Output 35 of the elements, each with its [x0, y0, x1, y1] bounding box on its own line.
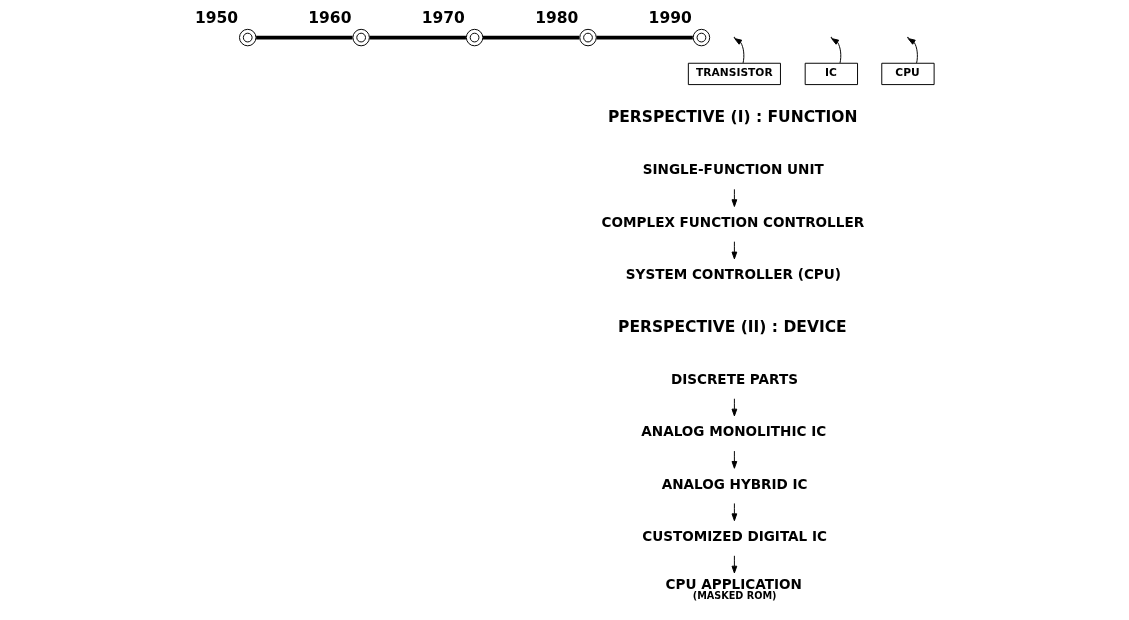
arrow	[731, 398, 738, 417]
label: PERSPECTIVE (I) : FUNCTION	[607, 108, 858, 127]
node-text: CUSTOMIZED DIGITAL IC	[642, 527, 827, 544]
node-box: CPU	[881, 62, 935, 86]
node-text: SINGLE-FUNCTION UNIT	[642, 161, 824, 178]
node-circle	[352, 28, 370, 47]
node-circle	[465, 28, 484, 47]
arrow	[731, 188, 738, 207]
node-circle	[579, 28, 597, 47]
arrow	[731, 450, 738, 469]
node-label: 1950	[194, 9, 239, 28]
node-label: 1960	[308, 9, 352, 28]
arrow	[731, 555, 738, 574]
node-label: 1970	[421, 9, 465, 28]
arrow	[907, 38, 918, 64]
connector	[483, 35, 580, 40]
node-circle	[692, 28, 711, 47]
node-label: 1980	[535, 9, 579, 28]
connector	[369, 35, 466, 40]
arrow	[731, 502, 738, 522]
connector	[596, 35, 693, 40]
node-text: ANALOG HYBRID IC	[661, 475, 808, 492]
arrow	[734, 38, 745, 64]
node-box: IC	[804, 62, 858, 86]
node-text: SYSTEM CONTROLLER (CPU)	[625, 266, 841, 283]
node-box: TRANSISTOR	[687, 62, 781, 86]
connector	[256, 35, 353, 40]
node-label: 1990	[648, 9, 692, 28]
node-text: CPU APPLICATION (MASKED ROM)	[665, 575, 802, 602]
label: PERSPECTIVE (II) : DEVICE	[618, 317, 847, 336]
node-text: ANALOG MONOLITHIC IC	[641, 423, 827, 440]
node-text: COMPLEX FUNCTION CONTROLLER	[601, 213, 865, 230]
node-text: DISCRETE PARTS	[670, 370, 798, 387]
arrow	[831, 38, 842, 64]
arrow	[731, 241, 738, 260]
